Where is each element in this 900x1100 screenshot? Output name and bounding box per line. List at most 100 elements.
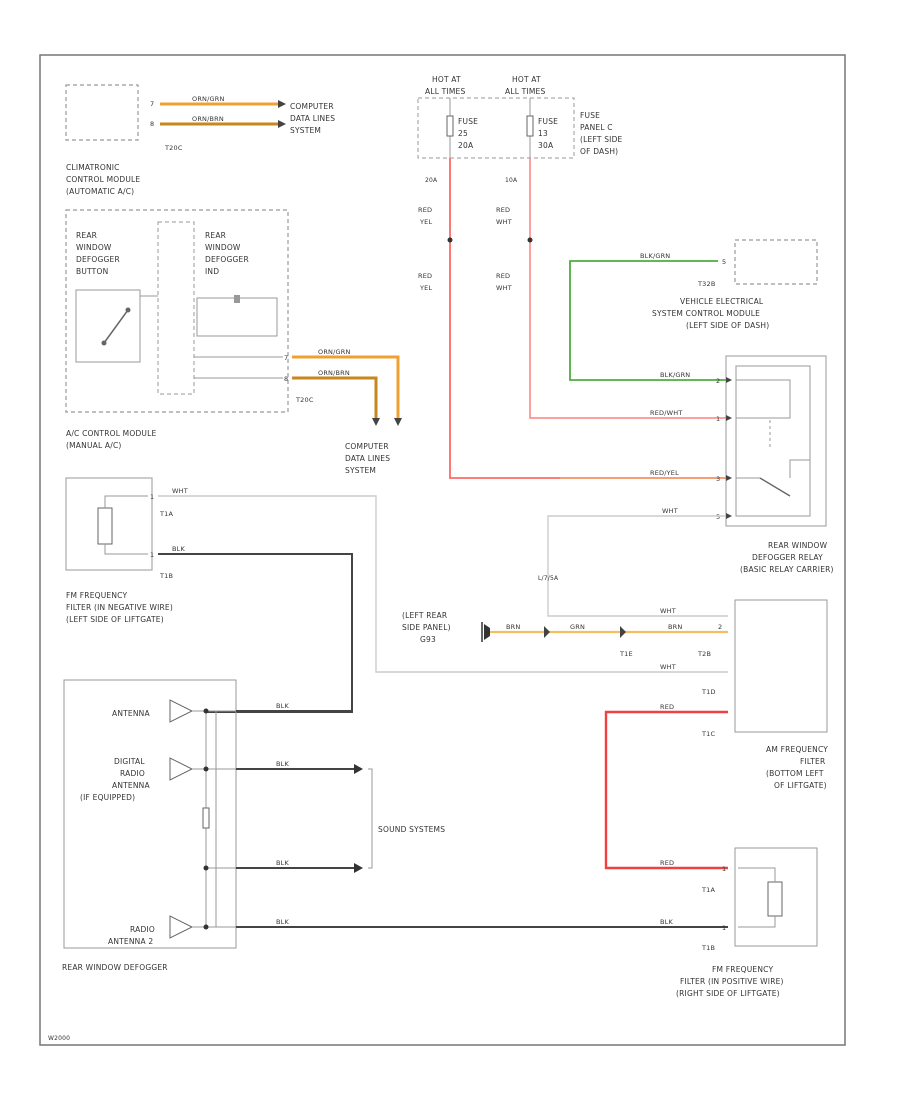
wire-label-blk-antenna: BLK [276, 702, 289, 710]
defogger-switch-box [75, 289, 141, 363]
switch-pivot-icon [101, 340, 107, 346]
wire-label-blk-grn-bottom: BLK/GRN [660, 371, 690, 379]
vesc-module-box [734, 239, 818, 285]
wire-label-red-wht-relay: RED/WHT [650, 409, 683, 417]
splice-dot [203, 865, 209, 871]
defogger-switch-contact [103, 309, 129, 344]
wire-label-red-yel-relay: RED/YEL [650, 469, 679, 477]
fm-pos-filter-box [734, 847, 818, 947]
wire-blk-fm-neg [158, 553, 353, 713]
am-filter-label: AM FREQUENCY FILTER (BOTTOM LEFT OF LIFT… [766, 745, 831, 790]
digital-radio-amp-icon [169, 757, 194, 781]
wire-label-orn-grn-mid: ORN/GRN [318, 348, 351, 356]
wire-label-red-yel-1: RED YEL [418, 206, 435, 226]
fm-neg-label: FM FREQUENCY FILTER (IN NEGATIVE WIRE) (… [66, 591, 176, 624]
defogger-button-label: REAR WINDOW DEFOGGER BUTTON [76, 231, 123, 276]
splice-dot [203, 924, 209, 930]
relay-output-lead [789, 459, 810, 478]
computer-data-lines-top: COMPUTER DATA LINES SYSTEM [290, 102, 338, 135]
fm-pos-connector-a: T1A [701, 886, 716, 894]
wire-blk-grn [569, 260, 728, 381]
relay-box [735, 365, 811, 517]
wire-label-orn-brn-mid: ORN/BRN [318, 369, 350, 377]
splice-dot [527, 237, 533, 243]
fm-neg-resistor-icon [97, 507, 113, 545]
ground-label: (LEFT REAR SIDE PANEL) G93 [402, 611, 453, 644]
rear-defogger-label: REAR WINDOW DEFOGGER [62, 963, 168, 972]
rear-defogger-box [63, 679, 237, 949]
vesc-pin: 5 [722, 258, 726, 266]
am-filter-box [734, 599, 828, 733]
wire-red-yel [449, 158, 728, 479]
fuse-rating-2: 10A [505, 177, 518, 184]
fm-pos-internal-lead [738, 867, 776, 882]
fm-neg-internal-lead [104, 495, 148, 508]
wire-label-blk-fm-neg: BLK [172, 545, 185, 553]
wire-label-red-am: RED [660, 703, 674, 711]
fuse-2-label: FUSE 13 30A [538, 117, 561, 150]
relay-pin-2: 2 [716, 377, 720, 385]
diagram-code: W2000 [48, 1035, 70, 1042]
climatronic-module-box [65, 84, 139, 141]
relay-pin-3: 3 [716, 475, 720, 483]
wire-label-blk-digital: BLK [276, 760, 289, 768]
antenna-label: ANTENNA [112, 709, 150, 718]
hot-at-all-times-2: HOT AT ALL TIMES [505, 75, 545, 96]
wire-label-blk-defogger: BLK [276, 859, 289, 867]
wire-label-orn-grn-top: ORN/GRN [192, 95, 225, 103]
arrow-down-icon [372, 418, 380, 426]
ac-pin-8: 8 [284, 375, 288, 383]
computer-data-lines-mid: COMPUTER DATA LINES SYSTEM [345, 442, 393, 475]
am-connector-t1c: T1C [701, 730, 716, 738]
arrow-right-icon [354, 863, 363, 873]
fm-pos-connector-b: T1B [701, 944, 715, 952]
fm-pos-label: FM FREQUENCY FILTER (IN POSITIVE WIRE) (… [676, 965, 786, 998]
ac-wire-orn-brn [292, 376, 378, 420]
fuse-2-icon [526, 115, 534, 137]
ground-connector-t1e: T1E [619, 650, 633, 658]
switch-pivot-icon [125, 307, 131, 313]
wire-label-red-fm-pos: RED [660, 859, 674, 867]
antenna-amp-icon [169, 699, 194, 723]
fuse-1-label: FUSE 25 20A [458, 117, 481, 150]
defogger-ind-lamp-icon [234, 295, 240, 303]
defogger-ind-lamp-box [196, 297, 278, 337]
splice-dot [203, 708, 209, 714]
fm-neg-pin-1b: 1 [150, 551, 154, 559]
defogger-ind-label: REAR WINDOW DEFOGGER IND [205, 231, 252, 276]
connector-icon [726, 513, 732, 519]
fm-neg-pin-1: 1 [150, 493, 154, 501]
relay-label: REAR WINDOW DEFOGGER RELAY (BASIC RELAY … [740, 541, 834, 574]
wire-label-wht-am: WHT [660, 663, 676, 671]
am-connector-t1d: T1D [701, 688, 716, 696]
wire-label-wht-relay: WHT [662, 507, 678, 515]
ground-pin: 2 [718, 623, 722, 631]
fm-pos-pin-1b: 1 [722, 924, 726, 932]
relay-contact [759, 477, 791, 497]
radio-antenna-2-amp-icon [169, 915, 194, 939]
relay-pin-1: 1 [716, 415, 720, 423]
relay-pin-5: 5 [716, 513, 720, 521]
wire-label-brn-1: BRN [506, 623, 520, 631]
wire-label-blk-grn-top: BLK/GRN [640, 252, 670, 260]
wire-label-brn-2: BRN [668, 623, 682, 631]
diagram-frame [39, 54, 846, 1046]
relay-carrier-box [725, 355, 827, 527]
fm-pos-pin-1: 1 [722, 865, 726, 873]
ac-control-module-label: A/C CONTROL MODULE (MANUAL A/C) [66, 429, 159, 450]
ac-pin-7: 7 [284, 354, 288, 362]
wire-label-wht-am-top: WHT [660, 607, 676, 615]
connector-icon [544, 626, 550, 638]
wire-label-blk-radio-2-right: BLK [660, 918, 673, 926]
splice-label: L/7/5A [538, 575, 559, 582]
ac-control-module-box [65, 209, 289, 413]
fuse-panel-box [417, 97, 575, 159]
wire-label-blk-radio-2-left: BLK [276, 918, 289, 926]
ground-icon [484, 624, 490, 640]
digital-radio-label: DIGITAL RADIO ANTENNA (IF EQUIPPED) [80, 757, 152, 802]
fuse-rating-1: 20A [425, 177, 438, 184]
climatronic-connector-label: T20C [164, 144, 183, 152]
wire-red-am-fm [604, 710, 728, 870]
climatronic-label: CLIMATRONIC CONTROL MODULE (AUTOMATIC A/… [66, 163, 143, 196]
